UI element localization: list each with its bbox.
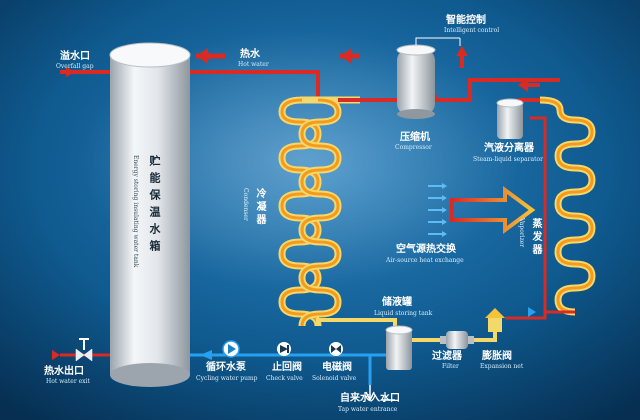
air-source-label-en: Air-source heat exchange (386, 257, 464, 264)
hot-water-exit-label-en: Hot water exit (46, 378, 90, 385)
overflow-label-en: Overfall gap (56, 63, 94, 70)
air-source-label: 空气源热交换 (396, 244, 456, 255)
steam-liquid-separator (496, 98, 524, 139)
cycling-water-pump (222, 340, 240, 358)
separator-label-en: Steam-liquid separator (473, 156, 543, 163)
condenser-label: 冷凝器 (254, 188, 265, 227)
control-wire (415, 37, 460, 45)
exit-arrow-icon (52, 350, 60, 360)
storage-water-tank (109, 42, 191, 387)
heat-exchange-arrow-icon (450, 186, 536, 234)
air-flow-arrows-icon (428, 183, 447, 237)
hot-water-label-en: Hot water (238, 61, 269, 68)
solenoid-valve (329, 342, 343, 356)
tank-label: 贮能保温水箱 (148, 155, 161, 257)
storage-tank-label-en: Liquid storing tank (374, 310, 433, 317)
pump-flow-arrow-icon (200, 350, 212, 360)
expansion-valve-label: 膨胀阀 (482, 351, 512, 362)
hot-water-exit-label: 热水出口 (44, 366, 84, 377)
evaporator-coil (505, 96, 596, 320)
compressor-label: 压缩机 (400, 132, 430, 143)
check-valve-label: 止回阀 (272, 362, 302, 373)
overflow-arrow-icon (66, 67, 75, 77)
pump-label: 循环水泵 (206, 362, 246, 373)
hot-water-label: 热水 (240, 49, 260, 60)
storage-tank-label: 储液罐 (382, 297, 412, 308)
condenser-label-en: Condenser (242, 188, 249, 221)
evaporator-label: 蒸发器 (530, 218, 541, 257)
refrigerant-arrow-icon (340, 48, 352, 64)
compressor (396, 44, 436, 119)
solenoid-valve-label: 电磁阀 (322, 362, 352, 373)
expansion-valve-label-en: Expansion net (480, 363, 524, 370)
intelligent-control-label-en: Intelligent control (444, 27, 500, 34)
check-valve-label-en: Check valve (266, 375, 303, 382)
solenoid-valve-label-en: Solenoid valve (312, 375, 357, 382)
flow-arrows (52, 46, 540, 402)
filter-label: 过滤器 (432, 351, 462, 362)
check-valve (277, 342, 291, 356)
evaporator-label-en: Vaporizer (518, 218, 525, 248)
intelligent-control-label: 智能控制 (446, 15, 486, 26)
hot-water-exit-valve (75, 338, 93, 362)
tank-label-en: Energy storing insulating water tank (132, 155, 139, 268)
overflow-label: 溢水口 (60, 51, 90, 62)
expansion-valve (485, 308, 505, 332)
compressor-label-en: Compressor (395, 144, 432, 151)
liquid-storing-tank (385, 325, 413, 370)
separator-label: 汽液分离器 (484, 143, 534, 154)
condenser-coil (278, 96, 360, 327)
tap-water-label-en: Tap water entrance (338, 406, 398, 413)
filter (440, 331, 474, 349)
pump-label-en: Cycling water pump (196, 375, 258, 382)
tap-water-label: 自来水入水口 (340, 393, 400, 404)
filter-label-en: Filter (442, 363, 459, 370)
